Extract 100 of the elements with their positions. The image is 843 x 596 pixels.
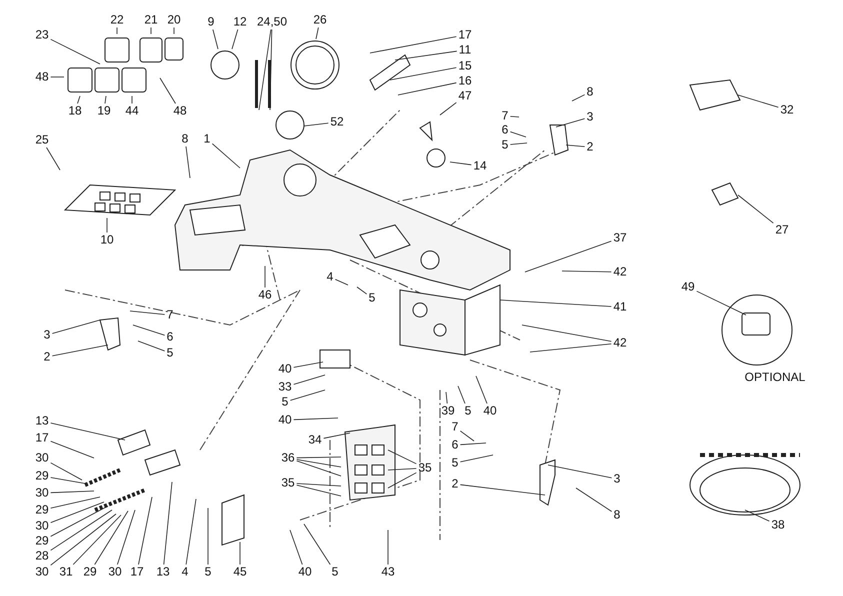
callout-number: 2 <box>586 140 594 154</box>
leader-line <box>304 524 331 565</box>
callout-number: 26 <box>312 14 328 26</box>
callout-number: 32 <box>779 104 795 116</box>
callout-number: 6 <box>450 438 460 452</box>
callout-number: 5 <box>368 292 376 304</box>
leader-line <box>524 240 612 272</box>
leader-line <box>232 29 238 50</box>
leader-line <box>510 131 526 138</box>
leader-line <box>117 510 136 565</box>
leader-line <box>212 143 240 168</box>
leader-line <box>50 477 88 484</box>
callout-number: 40 <box>482 404 498 418</box>
leader-line <box>458 386 466 404</box>
leader-line <box>296 460 342 476</box>
leader-line <box>562 270 612 272</box>
leader-line <box>296 483 342 486</box>
callout-number: 24,50 <box>256 16 288 28</box>
leader-line <box>293 418 338 420</box>
callout-number: 19 <box>96 104 112 118</box>
leader-line <box>50 514 116 566</box>
callout-number: 42 <box>612 266 628 278</box>
leader-line <box>566 144 586 147</box>
callout-number: 1 <box>202 132 212 146</box>
leader-line <box>744 510 770 522</box>
note-label: OPTIONAL <box>744 370 806 384</box>
leader-line <box>356 286 368 294</box>
leader-line <box>370 36 457 54</box>
leader-line <box>460 430 474 442</box>
leader-line <box>116 27 118 34</box>
leader-line <box>50 76 64 78</box>
leader-line <box>50 440 94 458</box>
leader-line <box>296 456 342 458</box>
callout-number: 7 <box>500 110 510 122</box>
leader-line <box>572 94 586 102</box>
callout-number: 8 <box>612 508 622 522</box>
callout-number: 5 <box>204 566 212 578</box>
callout-number: 18 <box>67 104 83 118</box>
leader-line <box>52 320 100 334</box>
leader-line <box>394 50 458 60</box>
callout-number: 38 <box>770 518 786 532</box>
leader-line <box>77 96 80 104</box>
callout-number: 3 <box>586 110 594 124</box>
callout-number: 12 <box>232 16 248 28</box>
callout-number: 9 <box>206 16 216 28</box>
leader-line <box>323 432 350 439</box>
leader-line <box>50 502 104 523</box>
leader-line <box>530 344 612 352</box>
leader-line <box>212 29 218 50</box>
leader-line <box>460 484 546 496</box>
leader-line <box>160 78 176 104</box>
leader-line <box>293 362 324 368</box>
callout-number: 6 <box>166 330 174 344</box>
callout-number: 5 <box>500 138 510 152</box>
callout-number: 30 <box>34 566 50 578</box>
leader-line <box>304 122 329 126</box>
leader-line <box>296 484 342 496</box>
callout-number: 4 <box>180 566 190 578</box>
callout-number: 6 <box>500 124 510 136</box>
callout-number: 40 <box>297 566 313 578</box>
leader-line <box>738 194 774 224</box>
leader-line <box>510 142 528 145</box>
callout-number: 2 <box>450 478 460 490</box>
callout-number: 52 <box>329 116 345 128</box>
leader-line <box>72 514 122 565</box>
callout-number: 21 <box>143 14 159 26</box>
leader-line <box>390 67 457 80</box>
callout-number: 7 <box>166 308 174 322</box>
callout-number: 16 <box>457 74 473 88</box>
callout-number: 44 <box>124 104 140 118</box>
leader-line <box>132 324 166 336</box>
leader-line <box>696 290 746 316</box>
leader-line <box>138 496 152 565</box>
leader-line <box>150 27 152 34</box>
callout-number: 17 <box>34 432 50 444</box>
callout-number: 48 <box>172 104 188 118</box>
callout-number: 30 <box>34 486 50 500</box>
callout-number: 41 <box>612 300 628 314</box>
leader-line <box>104 96 106 104</box>
callout-number: 5 <box>166 346 174 360</box>
callout-number: 3 <box>612 472 622 486</box>
callout-number: 8 <box>180 132 190 146</box>
leader-line <box>46 147 60 170</box>
callout-number: 4 <box>326 270 334 284</box>
callout-number: 30 <box>107 566 123 578</box>
leader-line <box>50 506 108 537</box>
leader-line <box>290 530 303 565</box>
callout-number: 28 <box>34 550 50 562</box>
callout-number: 5 <box>464 404 472 418</box>
callout-number: 10 <box>99 234 115 246</box>
callout-number: 29 <box>34 470 50 482</box>
leader-line <box>130 310 166 315</box>
callout-number: 30 <box>34 520 50 532</box>
callout-number: 8 <box>586 86 594 98</box>
callout-number: 25 <box>34 134 50 146</box>
leader-line <box>522 324 612 342</box>
callout-number: 20 <box>166 14 182 26</box>
leader-line <box>106 218 108 233</box>
callout-number: 36 <box>280 452 296 464</box>
callout-number: 45 <box>232 566 248 578</box>
